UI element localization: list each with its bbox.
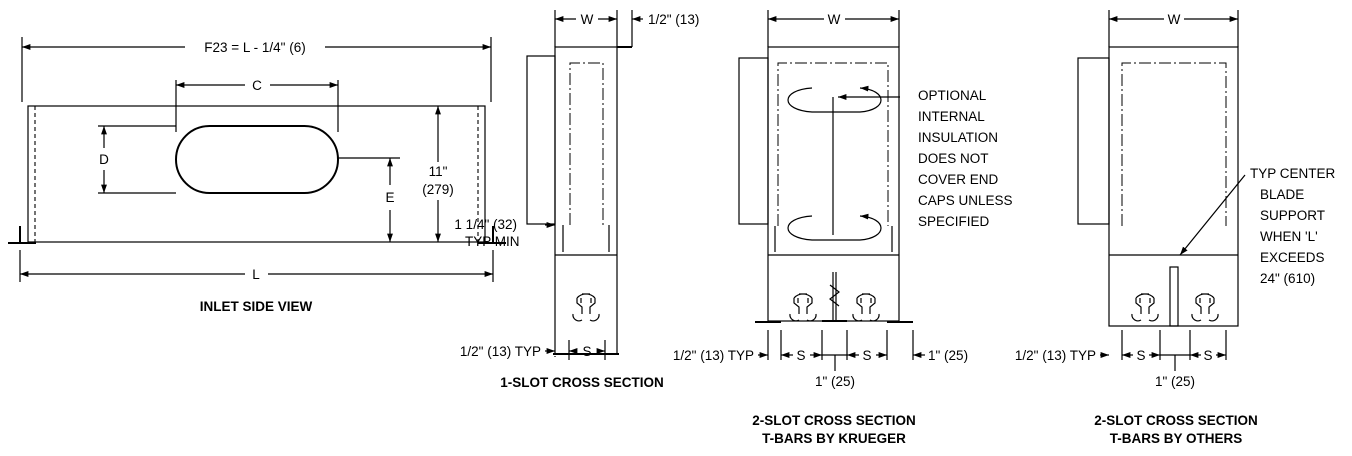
slot2k-s1-label: S bbox=[796, 348, 805, 363]
slot2k-right-dim: 1" (25) bbox=[928, 348, 968, 363]
slot2k-center-dim: 1" (25) bbox=[815, 374, 855, 389]
t-bar-clip-icon bbox=[1131, 293, 1159, 322]
slot1-housing bbox=[554, 46, 618, 355]
t-bar-clip-icon bbox=[572, 293, 600, 322]
height-mm-label: (279) bbox=[422, 182, 454, 197]
slot2o-w-label: W bbox=[1168, 12, 1181, 27]
slot2o-note-4: EXCEEDS bbox=[1260, 250, 1325, 265]
e-label: E bbox=[385, 190, 394, 205]
slot2o-caption-2: T-BARS BY OTHERS bbox=[1110, 431, 1243, 446]
t-bar-clip-icon bbox=[852, 293, 880, 322]
slot2k-typ-label: 1/2" (13) TYP bbox=[673, 348, 754, 363]
slot2o-note-5: 24" (610) bbox=[1260, 271, 1315, 286]
slot2o-center-dim: 1" (25) bbox=[1155, 374, 1195, 389]
slot2k-note-5: CAPS UNLESS bbox=[918, 193, 1013, 208]
slot1-caption: 1-SLOT CROSS SECTION bbox=[500, 375, 664, 390]
inlet-side-view-caption: INLET SIDE VIEW bbox=[200, 299, 313, 314]
t-bar-clip-icon bbox=[1191, 293, 1219, 322]
inlet-housing bbox=[27, 105, 486, 243]
slot2k-note-6: SPECIFIED bbox=[918, 214, 990, 229]
slot2k-note-1: INTERNAL bbox=[918, 109, 985, 124]
d-label: D bbox=[99, 152, 109, 167]
slot2k-caption-1: 2-SLOT CROSS SECTION bbox=[752, 413, 916, 428]
slot2o-caption-1: 2-SLOT CROSS SECTION bbox=[1094, 413, 1258, 428]
l-label: L bbox=[252, 267, 260, 282]
f23-label: F23 = L - 1/4" (6) bbox=[204, 40, 305, 55]
two-slot-krueger-section: W OPTIONAL INTERNAL INSULATION DOES NOT … bbox=[673, 10, 1013, 446]
slot2o-note-3: WHEN 'L' bbox=[1260, 229, 1318, 244]
slot2o-typ-label: 1/2" (13) TYP bbox=[1015, 348, 1096, 363]
inlet-side-view: F23 = L - 1/4" (6) C D E 11" (279) bbox=[8, 37, 506, 314]
slot2o-s1-label: S bbox=[1136, 348, 1145, 363]
slot1-typ-label: 1/2" (13) TYP bbox=[460, 344, 541, 359]
slot1-s-label: S bbox=[582, 344, 591, 359]
slot2o-note-2: SUPPORT bbox=[1260, 208, 1325, 223]
slot2k-s2-label: S bbox=[862, 348, 871, 363]
slot2k-note-4: COVER END bbox=[918, 172, 999, 187]
slot1-w-label: W bbox=[581, 12, 594, 27]
slot1-typmin-1: 1 1/4" (32) bbox=[454, 217, 517, 232]
slot2k-note-0: OPTIONAL bbox=[918, 88, 987, 103]
slot1-typmin-2: TYP MIN bbox=[465, 234, 520, 249]
slot2o-note-0: TYP CENTER bbox=[1250, 166, 1336, 181]
slot2k-w-label: W bbox=[828, 12, 841, 27]
slot2o-note-1: BLADE bbox=[1260, 187, 1304, 202]
slot2k-caption-2: T-BARS BY KRUEGER bbox=[762, 431, 906, 446]
height-in-label: 11" bbox=[429, 164, 448, 179]
slot2k-note-3: DOES NOT bbox=[918, 151, 989, 166]
slot2k-note-2: INSULATION bbox=[918, 130, 998, 145]
slot2o-housing bbox=[1108, 46, 1239, 327]
slot2o-s2-label: S bbox=[1203, 348, 1212, 363]
oval-inlet bbox=[175, 125, 339, 194]
t-bar-clip-icon bbox=[789, 293, 817, 322]
slot1-flange-label: 1/2" (13) bbox=[648, 12, 699, 27]
one-slot-section: W 1/2" (13) 1 1/4" (32) TYP MIN 1/2" (13… bbox=[454, 10, 699, 390]
two-slot-others-section: W TYP CENTER BLADE SUPPORT WHEN 'L' EXCE… bbox=[1015, 10, 1336, 446]
c-label: C bbox=[252, 78, 262, 93]
